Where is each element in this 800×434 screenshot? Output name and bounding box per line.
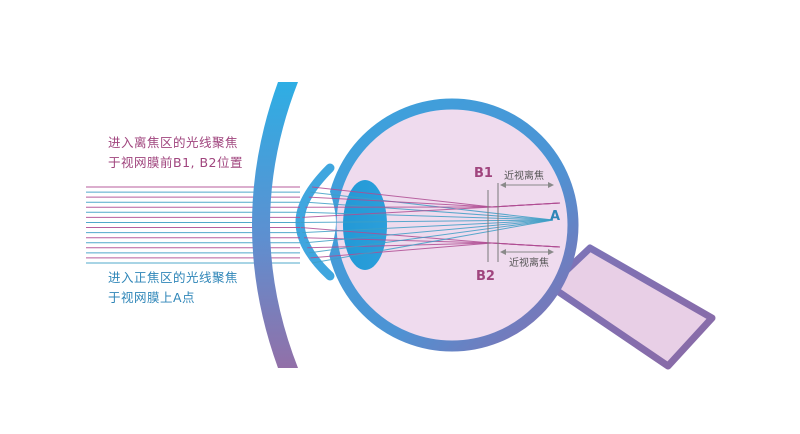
label-defocus-bottom: 近视离焦 [509, 256, 549, 269]
label-b2: B2 [476, 269, 495, 284]
caption-defocus-line2: 于视网膜前B1, B2位置 [108, 153, 243, 173]
label-b1: B1 [474, 166, 493, 181]
caption-defocus: 进入离焦区的光线聚焦 于视网膜前B1, B2位置 [108, 133, 243, 173]
caption-focus-line2: 于视网膜上A点 [108, 288, 238, 308]
label-a: A [550, 209, 560, 224]
optic-nerve [550, 248, 712, 366]
cornea-lens [252, 82, 298, 368]
label-defocus-top: 近视离焦 [504, 169, 544, 182]
caption-defocus-line1: 进入离焦区的光线聚焦 [108, 133, 243, 153]
caption-focus-line1: 进入正焦区的光线聚焦 [108, 268, 238, 288]
caption-focus: 进入正焦区的光线聚焦 于视网膜上A点 [108, 268, 238, 308]
